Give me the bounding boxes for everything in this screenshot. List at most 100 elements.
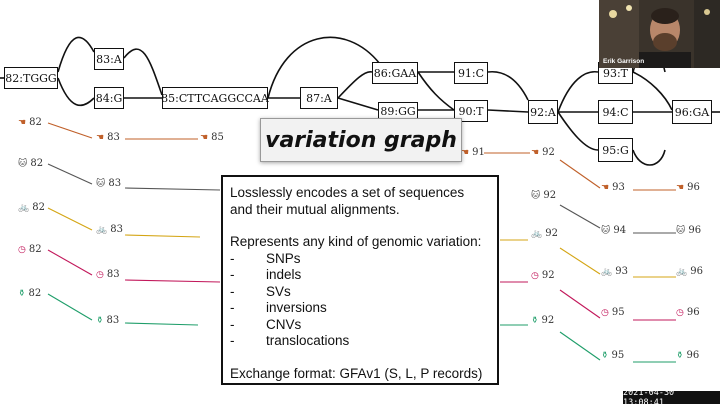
node-number: 92 [541, 270, 555, 281]
graph-node: 92:A [528, 100, 558, 124]
path-step-label: ⚱83 [96, 315, 119, 326]
webcam-image [599, 0, 720, 68]
path-step-label: 🚲83 [96, 224, 123, 235]
cat-icon: 🐱 [96, 178, 106, 189]
cat-icon: 🐱 [531, 190, 541, 201]
node-number: 95 [611, 307, 625, 318]
node-number: 83 [106, 269, 120, 280]
graph-node: 90:T [454, 100, 488, 122]
path-step-label: ◷95 [601, 307, 625, 318]
node-number: 82 [28, 244, 42, 255]
path-step-label: 🐱92 [531, 190, 556, 201]
graph-node: 84:G [94, 87, 124, 109]
path-step-label: 🐱83 [96, 178, 121, 189]
node-number: 82 [32, 202, 45, 213]
path-step-label: ☚92 [531, 147, 555, 158]
node-number: 96 [686, 350, 700, 361]
graph-node: 83:A [94, 48, 124, 70]
node-number: 94 [613, 225, 627, 236]
node-number: 83 [107, 132, 120, 143]
list-item: -CNVs [230, 316, 302, 332]
graph-node: 96:GA [672, 100, 712, 124]
path-step-label: ◷92 [531, 270, 555, 281]
recording-timestamp: 2021-04-30 13:08:41 [623, 388, 720, 408]
node-number: 96 [687, 182, 700, 193]
description-lead: Losslessly encodes a set of sequences an… [230, 185, 465, 217]
path-step-label: ☚85 [200, 132, 224, 143]
node-number: 96 [690, 266, 703, 277]
graph-node: 95:G [598, 138, 633, 162]
bicycle-icon: 🚲 [18, 202, 30, 213]
variation-heading: Represents any kind of genomic variation… [230, 234, 482, 249]
node-number: 92 [542, 147, 555, 158]
hand-icon: ☚ [461, 147, 470, 158]
bicycle-icon: 🚲 [601, 266, 613, 277]
hand-icon: ☚ [676, 182, 685, 193]
bicycle-icon: 🚲 [676, 266, 688, 277]
clock-icon: ◷ [96, 269, 104, 280]
hand-icon: ☚ [531, 147, 540, 158]
cat-icon: 🐱 [601, 225, 611, 236]
description-box: Losslessly encodes a set of sequences an… [221, 175, 499, 385]
path-step-label: ☚96 [676, 182, 700, 193]
cat-icon: 🐱 [676, 225, 686, 236]
path-step-label: ☚82 [18, 117, 42, 128]
clock-icon: ◷ [531, 270, 539, 281]
path-step-label: ◷96 [676, 307, 700, 318]
path-step-label: 🐱82 [18, 158, 43, 169]
list-item: -SNPs [230, 250, 301, 266]
graph-node: 91:C [454, 62, 488, 84]
graph-node: 94:C [598, 100, 633, 124]
node-number: 93 [612, 182, 625, 193]
node-number: 82 [28, 288, 42, 299]
path-step-label: 🚲93 [601, 266, 628, 277]
path-step-label: 🐱96 [676, 225, 701, 236]
bicycle-icon: 🚲 [96, 224, 108, 235]
graph-node: 82:TGGG [4, 67, 58, 89]
slide-title: variation graph [260, 118, 462, 162]
node-number: 92 [545, 228, 558, 239]
path-step-label: 🐱94 [601, 225, 626, 236]
graph-node: 85:CTTCAGGCCAA [161, 87, 269, 109]
hand-icon: ☚ [200, 132, 209, 143]
node-number: 82 [29, 117, 42, 128]
hand-icon: ☚ [601, 182, 610, 193]
bottle-icon: ⚱ [676, 350, 684, 361]
clock-icon: ◷ [676, 307, 684, 318]
path-step-label: ⚱92 [531, 315, 554, 326]
node-number: 91 [472, 147, 485, 158]
list-item: -indels [230, 267, 302, 282]
node-number: 85 [211, 132, 224, 143]
path-step-label: ⚱82 [18, 288, 41, 299]
bicycle-icon: 🚲 [531, 228, 543, 239]
path-step-label: ◷83 [96, 269, 120, 280]
exchange-format: Exchange format: GFAv1 (S, L, P records) [230, 365, 483, 381]
clock-icon: ◷ [601, 307, 609, 318]
node-number: 92 [543, 190, 557, 201]
hand-icon: ☚ [18, 117, 27, 128]
node-number: 95 [611, 350, 625, 361]
list-item: -SVs [230, 283, 291, 299]
bottle-icon: ⚱ [531, 315, 539, 326]
list-item: -translocations [230, 333, 350, 348]
path-step-label: ☚83 [96, 132, 120, 143]
cat-icon: 🐱 [18, 158, 28, 169]
node-number: 93 [615, 266, 628, 277]
path-step-label: 🚲92 [531, 228, 558, 239]
bottle-icon: ⚱ [96, 315, 104, 326]
path-step-label: ☚91 [461, 147, 485, 158]
path-step-label: 🚲82 [18, 202, 45, 213]
path-step-label: ◷82 [18, 244, 42, 255]
graph-node: 86:GAA [372, 62, 418, 84]
bottle-icon: ⚱ [18, 288, 26, 299]
webcam-feed: Erik Garrison [599, 0, 720, 68]
node-number: 83 [110, 224, 123, 235]
clock-icon: ◷ [18, 244, 26, 255]
node-number: 96 [686, 307, 700, 318]
path-step-label: ☚93 [601, 182, 625, 193]
bottle-icon: ⚱ [601, 350, 609, 361]
path-step-label: ⚱95 [601, 350, 624, 361]
variation-list: -SNPs -indels -SVs -inversions -CNVs -tr… [230, 251, 490, 350]
